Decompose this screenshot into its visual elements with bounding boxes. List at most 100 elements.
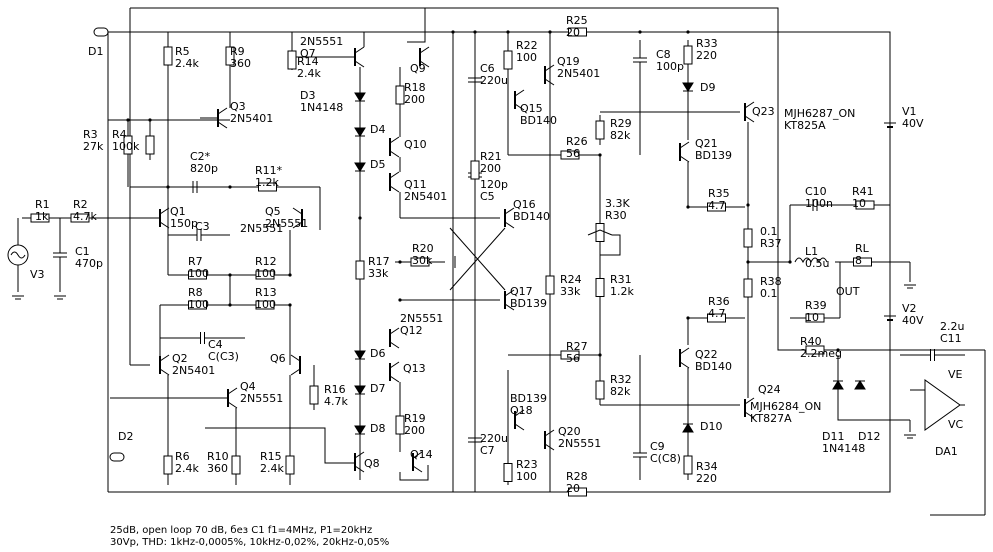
- r5-resistor: [163, 46, 173, 66]
- c10-label: 100n: [805, 197, 833, 210]
- r24-label: 33k: [560, 285, 581, 298]
- r3-label: R3: [83, 128, 98, 141]
- r33-label: R33: [696, 37, 718, 50]
- junction-dot: [288, 273, 292, 277]
- r8-label: 100: [188, 298, 209, 311]
- r19-label: R19: [404, 412, 426, 425]
- r26-resistor: [560, 150, 580, 160]
- r12-label: 100: [255, 267, 276, 280]
- d11-diode: [832, 380, 844, 390]
- q11-transistor: [389, 171, 400, 179]
- q4-transistor: [227, 387, 238, 395]
- q20-transistor: [544, 443, 555, 451]
- junction-dot: [288, 303, 292, 307]
- c9-label: C(C8): [650, 452, 681, 465]
- q18-transistor: [514, 409, 525, 417]
- r31-label: R31: [610, 273, 632, 286]
- q6-transistor: [290, 368, 301, 376]
- q1-label: Q1: [170, 205, 186, 218]
- q6-label: Q6: [270, 352, 286, 365]
- r23-label: R23: [516, 458, 538, 471]
- q7-label: 2N5551: [300, 35, 343, 48]
- rl-label: 8: [855, 254, 862, 267]
- junction-dot: [398, 260, 402, 264]
- ve-label: VE: [948, 368, 963, 381]
- junction-dot: [598, 353, 602, 357]
- r39-resistor: [805, 313, 825, 323]
- r30-label: 3.3K: [605, 197, 630, 210]
- junction-dot: [548, 30, 552, 34]
- junction-dot: [788, 260, 792, 264]
- wire: [407, 8, 426, 43]
- q11-label: 2N5401: [404, 190, 447, 203]
- r25-label: R25: [566, 14, 588, 27]
- d5-label: D5: [370, 158, 385, 171]
- v2-label: 40V: [902, 314, 924, 327]
- r5-label: R5: [175, 45, 190, 58]
- r2-label: R2: [73, 198, 88, 211]
- r18-label: R18: [404, 81, 426, 94]
- junction-dot: [126, 118, 130, 122]
- q23-transistor: [744, 115, 755, 123]
- r1-label: 1k: [35, 210, 49, 223]
- q3-transistor: [217, 121, 228, 129]
- r39-label: 10: [805, 311, 819, 324]
- r20-resistor: [410, 257, 430, 267]
- mjh6284-label: KT827A: [750, 412, 792, 425]
- r15-label: R15: [260, 450, 282, 463]
- q13-label: Q13: [403, 362, 426, 375]
- r29-resistor: [595, 120, 605, 140]
- q4-label: Q4: [240, 380, 256, 393]
- d7-label: D7: [370, 382, 385, 395]
- r4-resistor: [145, 135, 155, 155]
- r7-label: 100: [188, 267, 209, 280]
- d9-diode: [682, 82, 694, 92]
- r30-label: R30: [605, 209, 627, 222]
- r5-label: 2.4k: [175, 57, 199, 70]
- d8-diode: [354, 425, 366, 435]
- d9-label: D9: [700, 81, 715, 94]
- q16-label: Q16: [513, 198, 536, 211]
- r19-resistor: [395, 415, 405, 435]
- r7-label: R7: [188, 255, 203, 268]
- r26-label: 56: [566, 147, 580, 160]
- r9-resistor: [225, 46, 235, 66]
- r23-resistor: [503, 463, 513, 482]
- q21-label: BD139: [695, 149, 732, 162]
- q14-transistor: [412, 451, 423, 459]
- c4-label: C(C3): [208, 350, 239, 363]
- r13-label: R13: [255, 286, 277, 299]
- r23-label: 100: [516, 470, 537, 483]
- junction-dot: [836, 348, 840, 352]
- r17-label: R17: [368, 255, 390, 268]
- r8-label: R8: [188, 286, 203, 299]
- junction-dot: [473, 30, 477, 34]
- junction-dot: [358, 216, 362, 220]
- v3-source: [7, 244, 29, 266]
- v2-label: V2: [902, 302, 917, 315]
- performance-note-2: 30Vp, THD: 1kHz-0,0005%, 10kHz-0,02%, 20…: [110, 537, 390, 548]
- q22-label: Q22: [695, 348, 718, 361]
- r22-label: R22: [516, 39, 538, 52]
- c6-label: 220u: [480, 74, 508, 87]
- r15-label: 2.4k: [260, 462, 284, 475]
- q5-label: 2N5551: [265, 217, 308, 230]
- r37-label: 0.1: [760, 225, 778, 238]
- c3-label: C3: [195, 220, 210, 233]
- r32-label: R32: [610, 373, 632, 386]
- q7-transistor: [354, 60, 365, 68]
- q21-transistor: [679, 141, 690, 149]
- da1-opamp: [924, 379, 961, 431]
- q22-transistor: [679, 347, 690, 355]
- wire: [837, 355, 910, 421]
- d5-diode: [354, 162, 366, 172]
- mjh6287-label: KT825A: [784, 119, 826, 132]
- r30-wiper: [587, 229, 613, 236]
- v1-label: V1: [902, 105, 917, 118]
- c10-label: C10: [805, 185, 827, 198]
- r28-label: 20: [566, 482, 580, 495]
- q6-transistor: [290, 354, 301, 362]
- q5-type-label: 2N5551: [240, 222, 283, 235]
- d12-label: D12: [858, 430, 880, 443]
